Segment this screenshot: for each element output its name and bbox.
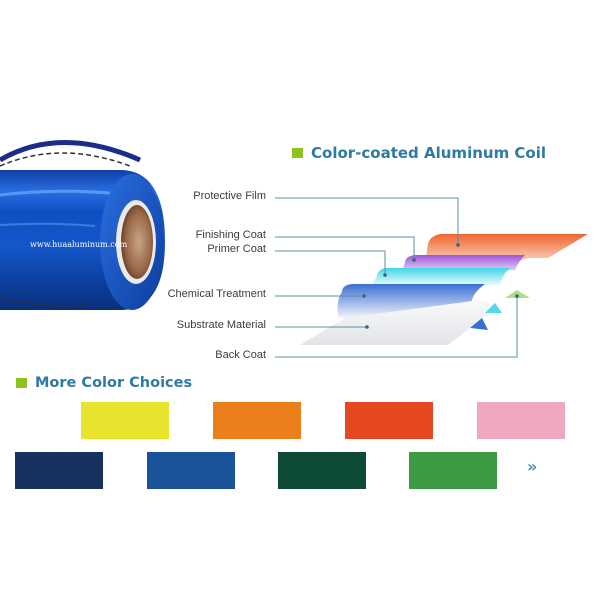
watermark-text: www.huaaluminum.com: [30, 240, 128, 249]
title-bullet-icon: [16, 378, 27, 388]
color-choices-title-text: More Color Choices: [35, 375, 193, 391]
swatch-green[interactable]: [409, 452, 497, 489]
swatch-blue[interactable]: [147, 452, 235, 489]
label-finishing-coat: Finishing Coat: [195, 229, 266, 241]
swatch-red-orange[interactable]: [345, 402, 433, 439]
color-choices-title: More Color Choices: [16, 375, 192, 391]
swatch-yellow[interactable]: [81, 402, 169, 439]
swatch-navy[interactable]: [15, 452, 103, 489]
title-bullet-icon: [292, 148, 303, 158]
label-chemical-treatment: Chemical Treatment: [167, 288, 266, 300]
more-colors-chevron-icon[interactable]: »: [527, 457, 538, 476]
label-substrate-material: Substrate Material: [176, 319, 266, 331]
swatch-dark-green[interactable]: [278, 452, 366, 489]
aluminum-coil-image: www.huaaluminum.com: [0, 130, 175, 320]
label-protective-film: Protective Film: [193, 190, 266, 202]
swatch-pink[interactable]: [477, 402, 565, 439]
diagram-title-text: Color-coated Aluminum Coil: [311, 144, 547, 162]
diagram-title: Color-coated Aluminum Coil: [292, 144, 546, 162]
label-back-coat: Back Coat: [215, 349, 266, 361]
swatch-orange[interactable]: [213, 402, 301, 439]
label-primer-coat: Primer Coat: [207, 243, 266, 255]
